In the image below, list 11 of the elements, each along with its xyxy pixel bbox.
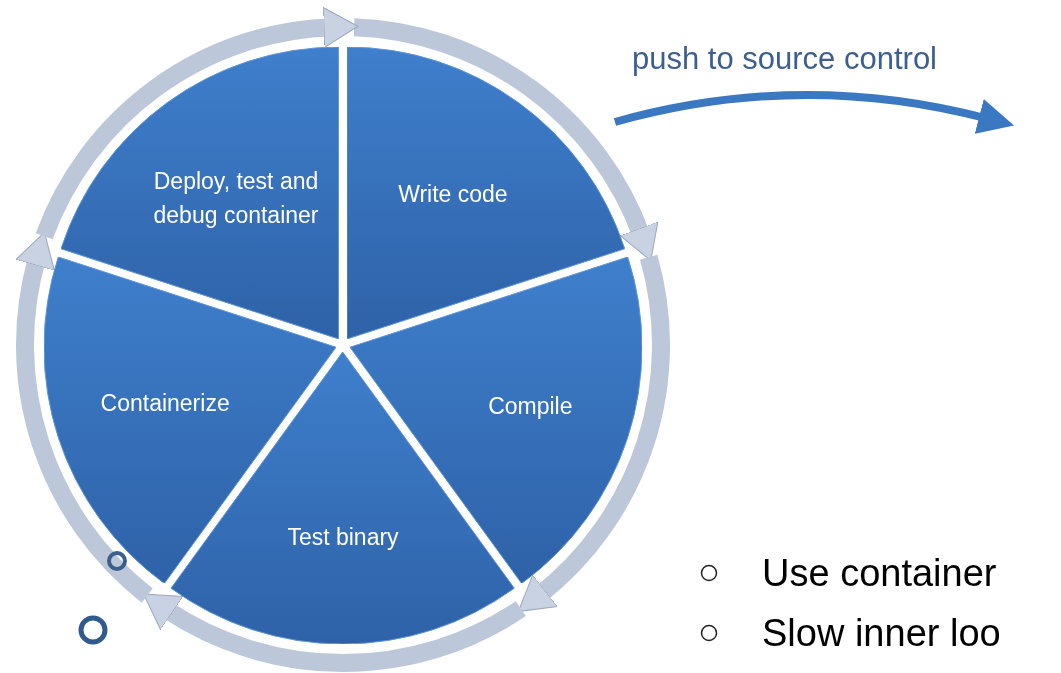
pie-segment bbox=[61, 47, 339, 340]
bullet-text: Slow inner loo bbox=[762, 611, 1001, 656]
segment-label: Test binary bbox=[286, 523, 400, 552]
caption-text: push to source control bbox=[632, 40, 937, 78]
segment-label: Compile bbox=[487, 391, 574, 421]
pie-segment bbox=[347, 47, 625, 340]
pie-segment bbox=[44, 256, 337, 584]
segment-label: Deploy, test and debug container bbox=[152, 166, 320, 230]
bullet-text: Use container bbox=[762, 551, 997, 596]
segment-label: Containerize bbox=[99, 388, 231, 418]
segment-label: Write code bbox=[397, 179, 509, 209]
